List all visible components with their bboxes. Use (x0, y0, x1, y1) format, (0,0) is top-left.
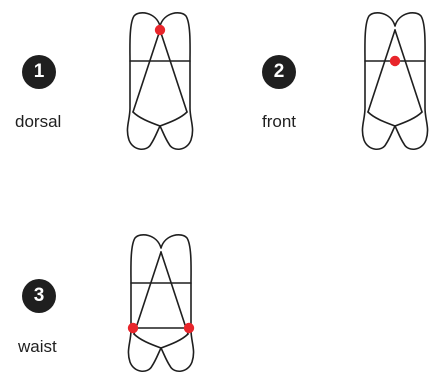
step-1-body-diagram (125, 8, 195, 158)
dorsal-marker-dot (155, 25, 165, 35)
step-2-body-diagram (360, 8, 430, 158)
front-marker-dot (390, 56, 400, 66)
step-3-body-diagram (126, 230, 196, 380)
waist-left-marker-dot (128, 323, 138, 333)
step-1-badge: 1 (22, 55, 56, 89)
step-2-badge: 2 (262, 55, 296, 89)
waist-right-marker-dot (184, 323, 194, 333)
body-outline (362, 13, 427, 149)
step-3-badge: 3 (22, 279, 56, 313)
body-outline (128, 235, 193, 371)
step-3-label: waist (18, 337, 57, 357)
step-2-label: front (262, 112, 296, 132)
step-1-label: dorsal (15, 112, 61, 132)
